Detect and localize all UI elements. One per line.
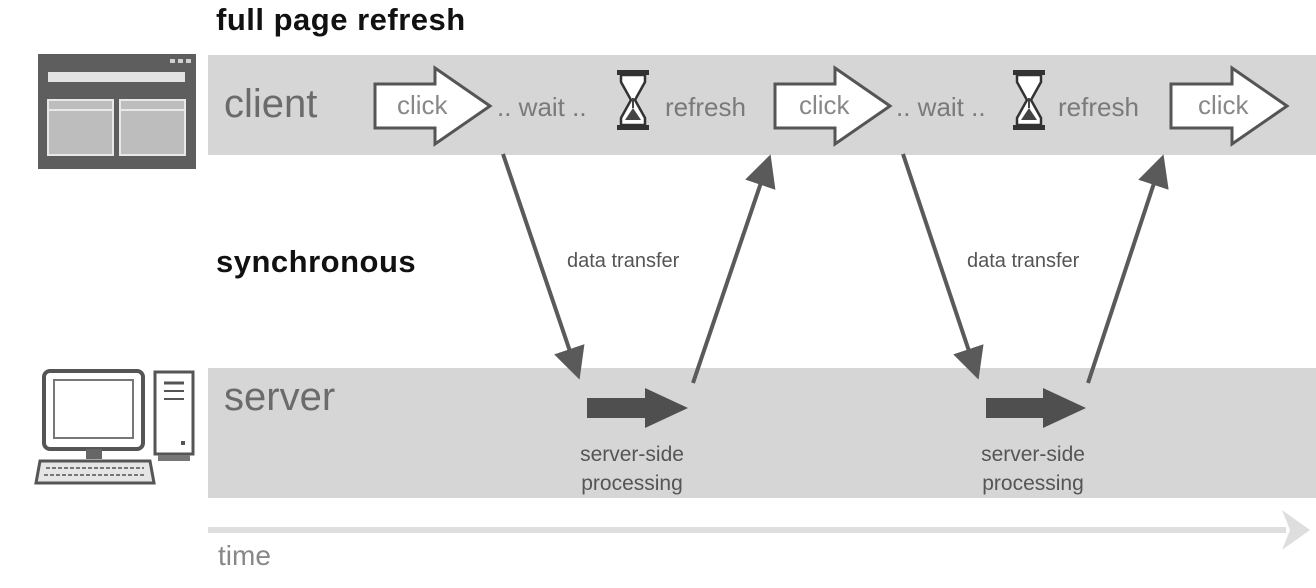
processing-arrow [986, 388, 1086, 428]
click-arrow [373, 65, 493, 147]
client-label: client [224, 82, 318, 126]
processing-label-line1: server-side [580, 443, 684, 466]
page-title: full page refresh [216, 2, 466, 37]
processing-label-line2: processing [982, 472, 1084, 495]
processing-label-line1: server-side [981, 443, 1085, 466]
hourglass-icon [617, 70, 649, 130]
data-transfer-label: data transfer [967, 250, 1080, 272]
mode-label: synchronous [216, 244, 417, 279]
hourglass-icon [1013, 70, 1045, 130]
response-arrow [691, 154, 776, 384]
request-arrow [501, 153, 585, 380]
processing-arrow [587, 388, 688, 428]
time-label: time [218, 540, 271, 571]
response-arrow [1086, 154, 1169, 384]
data-transfer-label: data transfer [567, 250, 680, 272]
click-label: click [1198, 90, 1249, 120]
wait-label: .. wait .. [896, 92, 986, 122]
browser-window-icon [38, 54, 196, 169]
click-label: click [799, 90, 850, 120]
refresh-label: refresh [1058, 92, 1139, 122]
click-arrow [1169, 65, 1290, 147]
desktop-computer-icon [34, 369, 195, 485]
click-arrow [773, 65, 893, 147]
processing-label: server-side processing [557, 440, 707, 498]
processing-label: server-side processing [958, 440, 1108, 498]
wait-label: .. wait .. [497, 92, 587, 122]
processing-label-line2: processing [581, 472, 683, 495]
server-band [208, 368, 1316, 498]
server-label: server [224, 375, 336, 419]
refresh-label: refresh [665, 92, 746, 122]
request-arrow [901, 153, 984, 380]
click-label: click [397, 90, 448, 120]
time-arrow [208, 510, 1310, 550]
